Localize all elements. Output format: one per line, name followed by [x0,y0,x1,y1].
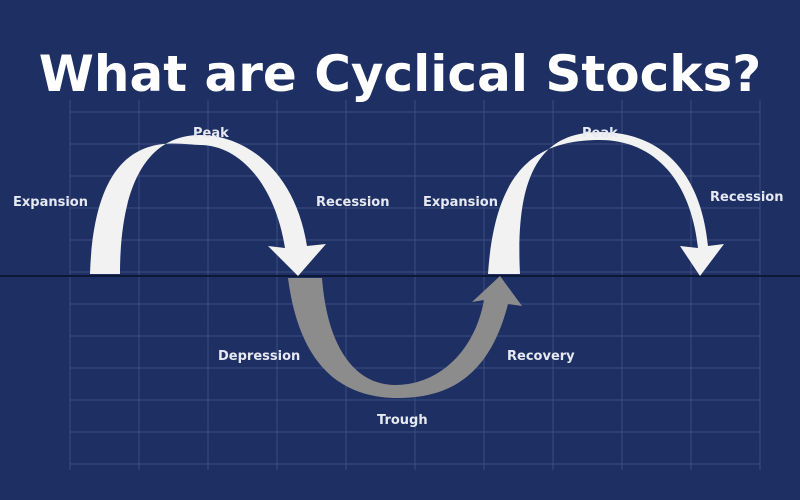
label-trough: Trough [377,413,428,428]
label-expansion-2: Expansion [423,195,498,210]
label-peak-1: Peak [193,126,229,141]
label-expansion-1: Expansion [13,195,88,210]
label-recovery: Recovery [507,349,575,364]
label-recession-2: Recession [710,190,784,205]
label-peak-2: Peak [582,126,618,141]
label-depression: Depression [218,349,301,364]
page-title: What are Cyclical Stocks? [38,45,762,103]
second-peak-arrow [488,132,724,276]
trough-arrow [288,276,522,398]
label-recession-1: Recession [316,195,390,210]
first-peak-arrow [90,135,326,276]
